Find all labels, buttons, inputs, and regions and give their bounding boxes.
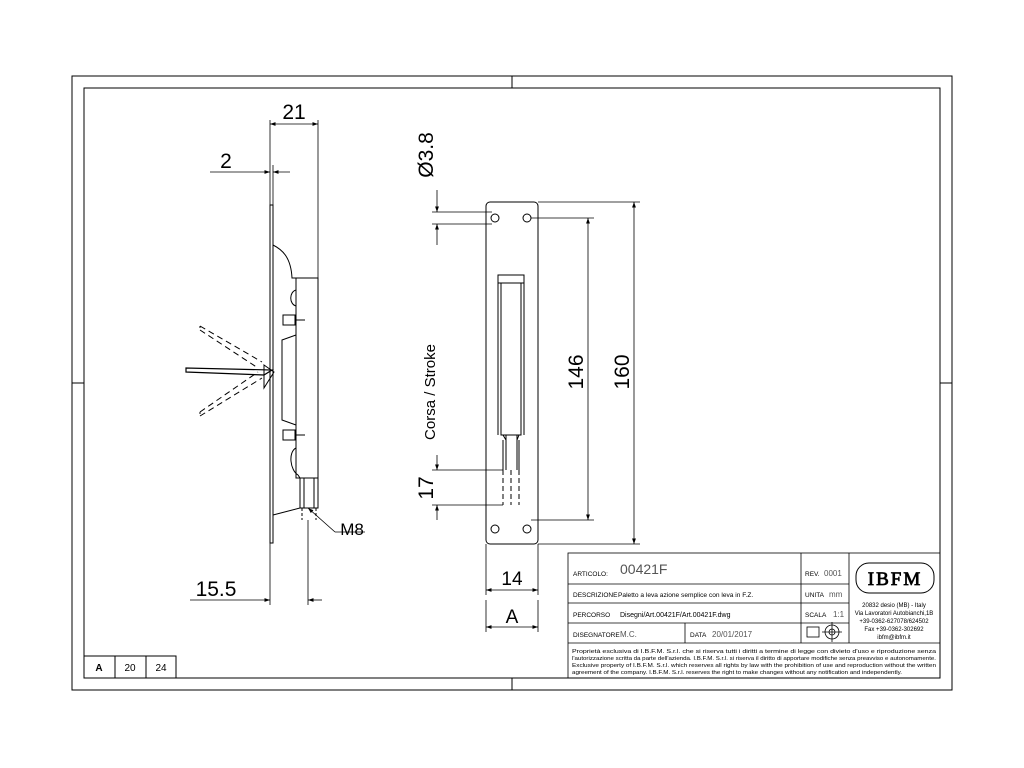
data-label: DATA bbox=[690, 632, 707, 639]
company-address-4: Fax +39-0362-302692 bbox=[864, 627, 924, 633]
data-value: 20/01/2017 bbox=[712, 630, 753, 639]
dim-hole-diameter: Ø3.8 bbox=[415, 132, 438, 178]
rev-label: REV. bbox=[805, 571, 820, 578]
dim-width-21: 21 bbox=[282, 101, 305, 124]
dim-thickness-2: 2 bbox=[220, 150, 232, 173]
legal-notice-line-1: Proprietà esclusiva di I.B.F.M. S.r.l. c… bbox=[572, 649, 936, 655]
dim-stroke-label: Corsa / Stroke bbox=[422, 344, 439, 440]
sheet-format: A bbox=[95, 663, 102, 674]
rev-value: 0001 bbox=[824, 569, 842, 578]
company-address-1: 20832 desio (MB) - Italy bbox=[862, 603, 926, 609]
company-address-2: Via Lavoratori Autobianchi,1B bbox=[855, 611, 934, 617]
dim-offset-15-5: 15.5 bbox=[196, 578, 237, 601]
disegnatore-label: DISEGNATORE bbox=[573, 632, 620, 639]
company-address-5: ibfm@ibfm.it bbox=[877, 635, 911, 641]
legal-notice-line-4: agreement of the company. I.B.F.M. S.r.l… bbox=[572, 670, 902, 676]
company-logo-text: IBFM bbox=[868, 569, 922, 590]
front-view bbox=[485, 201, 539, 545]
dim-thread-m8: M8 bbox=[340, 520, 364, 539]
legal-notice-line-3: Exclusive property of I.B.F.M. S.r.l. wh… bbox=[572, 663, 936, 669]
sheet-info-cells: A 20 24 bbox=[83, 655, 177, 679]
percorso-value: Disegni/Art.00421F/Art.00421F.dwg bbox=[620, 612, 731, 619]
title-block bbox=[567, 552, 941, 679]
unita-label: UNITA bbox=[805, 592, 825, 599]
articolo-value: 00421F bbox=[620, 561, 667, 577]
articolo-label: ARTICOLO: bbox=[573, 571, 608, 578]
descrizione-label: DESCRIZIONE bbox=[573, 592, 618, 599]
title-block-logo: IBFM bbox=[855, 562, 935, 594]
front-view-dimensions bbox=[432, 190, 640, 632]
sheet-cell-24: 24 bbox=[155, 663, 167, 674]
descrizione-value: Paletto a leva azione semplice con leva … bbox=[618, 592, 753, 599]
sheet-frame bbox=[71, 75, 953, 691]
sheet-cell-20: 20 bbox=[124, 663, 136, 674]
dim-width-14: 14 bbox=[501, 569, 523, 590]
scala-label: SCALA bbox=[805, 612, 827, 619]
dim-stroke-17: 17 bbox=[415, 476, 438, 499]
percorso-label: PERCORSO bbox=[573, 612, 610, 619]
dim-section-a: A bbox=[506, 607, 519, 628]
disegnatore-value: M.C. bbox=[620, 630, 637, 639]
side-view bbox=[185, 204, 319, 544]
side-view-dimensions bbox=[190, 120, 365, 605]
scala-value: 1:1 bbox=[833, 610, 845, 619]
unita-value: mm bbox=[829, 590, 843, 599]
legal-notice-line-2: l'autorizzazione scritta da parte dell'a… bbox=[572, 656, 936, 662]
dim-length-160: 160 bbox=[611, 354, 634, 389]
company-address-3: +39-0362-627078/624502 bbox=[859, 619, 929, 625]
dim-hole-spacing-146: 146 bbox=[565, 354, 588, 389]
